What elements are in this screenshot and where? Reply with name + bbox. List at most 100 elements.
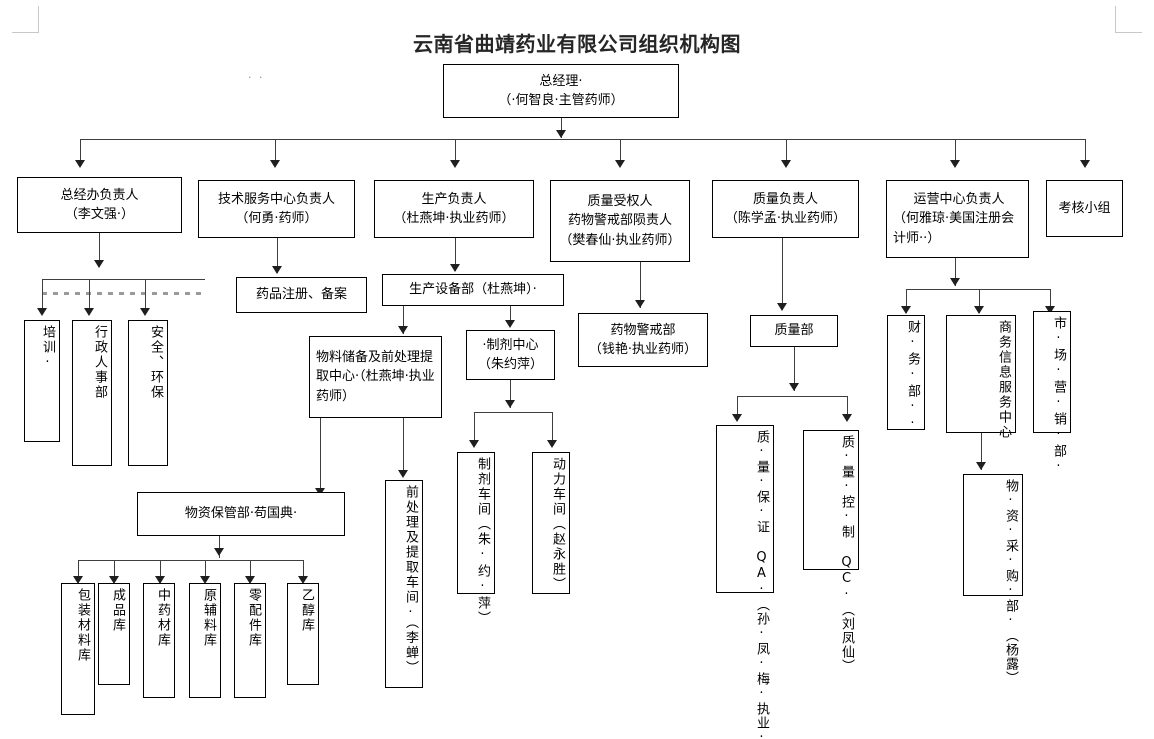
- arrow-gm-office-stem: [94, 260, 104, 268]
- node-material-custody[interactable]: 物资保管部·苟国典·: [137, 492, 345, 536]
- node-general-manager[interactable]: 总经理· （·何智良·主管药师）: [443, 64, 679, 118]
- node-operation-center-line-1: 运营中心负责人: [913, 191, 1005, 207]
- arrow-preparation-split-stem: [505, 400, 515, 408]
- node-operation-center[interactable]: 运营中心负责人 （何雅琼·美国注册会计师··）: [886, 180, 1029, 258]
- node-material-storage-center-line-1: 物料储备及前处理提取中心·（杜燕坤·执业药师）: [316, 349, 435, 404]
- arrow-pharmacovigilance-stem: [635, 300, 645, 308]
- node-warehouse-packaging[interactable]: 包装材料库: [61, 583, 95, 715]
- page-corner-mark-top-left: [12, 6, 39, 33]
- node-production-head[interactable]: 生产负责人 （杜燕坤·执业药师）: [374, 180, 534, 238]
- node-finance-department[interactable]: 财·务·部··: [887, 315, 925, 433]
- node-admin-hr[interactable]: 行政人事部: [72, 320, 112, 466]
- node-tech-service-center[interactable]: 技术服务中心负责人 （何勇·药师）: [198, 180, 355, 238]
- node-quality-department[interactable]: 质量部: [750, 315, 838, 347]
- arrow-drop-power-workshop: [547, 440, 557, 448]
- node-warehouse-ethanol-line-1: 乙醇库: [299, 588, 314, 633]
- node-finance-department-line-1: 财·务·部··: [905, 320, 920, 433]
- node-pharmacovigilance[interactable]: 药物警戒部 （钱艳·执业药师）: [578, 313, 708, 367]
- node-warehouse-parts[interactable]: 零配件库: [234, 583, 266, 698]
- arrow-drop-business-info: [974, 306, 984, 314]
- node-tech-service-center-line-1: 技术服务中心负责人: [217, 191, 335, 207]
- connector-material-custody-stem: [320, 418, 321, 496]
- connector-dotted-advisory: [42, 292, 207, 295]
- node-warehouse-herbs-line-1: 中药材库: [155, 588, 170, 648]
- arrow-drop-marketing: [1045, 306, 1055, 314]
- node-power-workshop-line-1: 动力车间（赵永胜）: [550, 457, 565, 592]
- arrow-drop-warehouse-finished: [109, 576, 119, 584]
- arrow-gm-stem: [556, 130, 566, 138]
- connector-drop-training: [42, 279, 43, 314]
- arrow-operation-split-stem: [950, 278, 960, 286]
- node-warehouse-finished[interactable]: 成品库: [98, 583, 130, 685]
- node-drug-registration[interactable]: 药品注册、备案: [236, 277, 367, 313]
- node-pharmacovigilance-line-1: 药物警戒部: [610, 322, 676, 338]
- arrow-drop-safety-env: [140, 308, 150, 316]
- arrow-drop-finance: [901, 306, 911, 314]
- node-warehouse-raw-line-1: 原辅料库: [201, 588, 216, 648]
- connector-level1-bus: [80, 139, 1086, 140]
- node-warehouse-raw[interactable]: 原辅料库: [189, 583, 221, 698]
- node-marketing-department[interactable]: 市·场·营·销·部·: [1033, 311, 1071, 476]
- connector-drop-warehouse-finished: [114, 560, 115, 582]
- arrow-drop-operation-center: [950, 160, 960, 168]
- connector-drop-warehouse-raw: [205, 560, 206, 582]
- node-assessment-group[interactable]: 考核小组: [1046, 180, 1123, 237]
- connector-pharmacovigilance-stem: [640, 262, 641, 308]
- node-material-custody-line-1: 物资保管部·苟国典·: [184, 506, 298, 522]
- node-quality-authorized-person-line-1: 质量受权人: [587, 193, 653, 209]
- connector-drop-warehouse-herbs: [160, 560, 161, 582]
- node-quality-head[interactable]: 质量负责人 （陈学孟·执业药师）: [712, 180, 859, 238]
- connector-tech-service-stem: [277, 238, 278, 273]
- node-pretreatment-workshop[interactable]: 前处理及提取车间·（李蝉）: [385, 480, 423, 688]
- node-warehouse-ethanol[interactable]: 乙醇库: [287, 583, 319, 685]
- connector-preparation-center-stem: [510, 306, 511, 326]
- connector-quality-split-stem: [794, 347, 795, 391]
- connector-drop-quality-authorized: [620, 139, 621, 166]
- node-material-procurement[interactable]: 物·资·采·购·部· （杨露）: [963, 474, 1023, 685]
- connector-gm-office-bus: [42, 279, 205, 280]
- page-corner-mark-top-right: [1115, 6, 1142, 33]
- arrow-tech-service-stem: [272, 266, 282, 274]
- arrow-pretreatment-stem: [398, 470, 408, 478]
- connector-material-storage-stem: [403, 306, 404, 334]
- node-business-info-service-line-1: 商务信息服务: [996, 320, 1011, 410]
- arrow-drop-preparation-workshop: [469, 440, 479, 448]
- node-production-equipment[interactable]: 生产设备部（杜燕坤）·: [382, 274, 564, 306]
- connector-drop-quality-assurance: [737, 396, 738, 420]
- connector-preparation-bus: [474, 412, 552, 413]
- node-quality-assurance-line-2: （孙·凤·梅·执业·药师）: [754, 598, 769, 739]
- node-quality-authorized-person[interactable]: 质量受权人 药物警戒部陨责人 （樊春仙·执业药师）: [550, 180, 690, 262]
- arrow-production-stem: [450, 264, 460, 272]
- connector-material-procurement-stem: [981, 433, 982, 470]
- connector-drop-business-info: [979, 289, 980, 313]
- node-warehouse-packaging-line-1: 包装材料库: [75, 588, 90, 663]
- node-business-info-service[interactable]: 商务信息服务 中心: [946, 315, 1016, 440]
- node-power-workshop[interactable]: 动力车间（赵永胜）: [532, 452, 570, 594]
- arrow-drop-warehouse-parts: [245, 576, 255, 584]
- arrow-drop-admin-hr: [84, 308, 94, 316]
- connector-quality-department-stem: [782, 238, 783, 310]
- arrow-drop-tech-service: [270, 160, 280, 168]
- connector-drop-tech-service: [275, 139, 276, 166]
- node-material-storage-center[interactable]: 物料储备及前处理提取中心·（杜燕坤·执业药师）: [309, 336, 442, 418]
- node-preparation-center-line-1: ·制剂中心: [482, 337, 539, 353]
- node-preparation-center[interactable]: ·制剂中心 （朱约萍）: [466, 330, 555, 380]
- node-general-manager-line-1: 总经理·: [539, 73, 583, 89]
- node-training[interactable]: 培训·: [24, 320, 60, 442]
- node-preparation-workshop[interactable]: 制剂车间（朱·约·萍）: [457, 452, 495, 626]
- node-warehouse-herbs[interactable]: 中药材库: [143, 583, 175, 698]
- node-quality-control-line-1: 质·量·控·制 QC·: [839, 435, 854, 603]
- connector-gm-stem: [561, 118, 562, 138]
- node-quality-assurance[interactable]: 质·量·保·证 QA· （孙·凤·梅·执业·药师）: [716, 425, 774, 739]
- arrow-drop-warehouse-packaging: [73, 576, 83, 584]
- node-safety-env[interactable]: 安全、环保: [128, 320, 168, 466]
- node-quality-control[interactable]: 质·量·控·制 QC· （刘凤仙）: [803, 430, 859, 673]
- connector-preparation-split-stem: [510, 380, 511, 408]
- arrow-drop-quality-head: [781, 160, 791, 168]
- connector-production-stem: [455, 238, 456, 271]
- node-production-head-line-2: （杜燕坤·执业药师）: [393, 211, 515, 226]
- connector-drop-operation-center: [955, 139, 956, 166]
- node-gm-office[interactable]: 总经办负责人 （李文强·）: [17, 177, 182, 233]
- connector-drop-production: [455, 139, 456, 166]
